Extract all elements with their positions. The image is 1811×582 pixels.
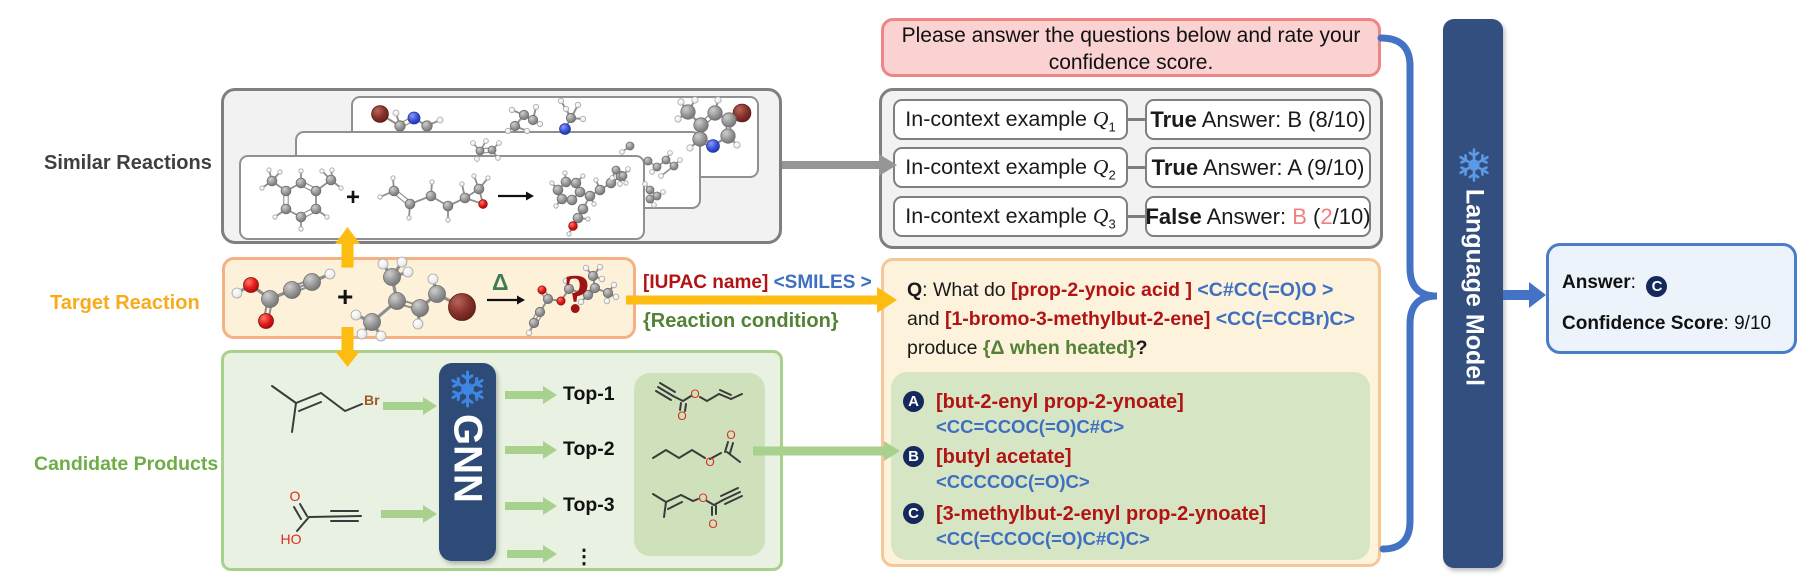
svg-text:O: O	[726, 428, 735, 442]
svg-text:HO: HO	[281, 531, 302, 547]
svg-text:Br: Br	[364, 392, 380, 408]
svg-text:O: O	[708, 517, 717, 531]
svg-text:O: O	[690, 387, 699, 401]
svg-text:Δ: Δ	[492, 269, 509, 295]
svg-text:O: O	[698, 491, 707, 505]
svg-text:?: ?	[563, 263, 591, 324]
svg-text:+: +	[346, 184, 360, 211]
svg-text:O: O	[677, 409, 686, 423]
svg-text:O: O	[705, 455, 714, 469]
svg-text:O: O	[290, 488, 301, 504]
svg-text:+: +	[337, 281, 353, 312]
